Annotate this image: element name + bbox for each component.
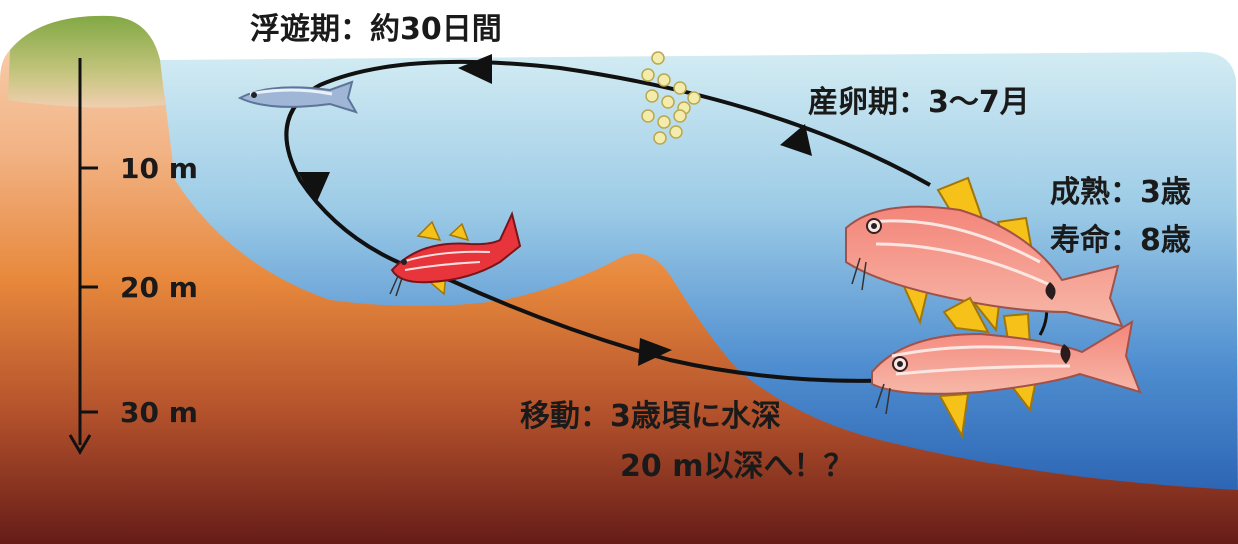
depth-label-30: 30 m <box>120 396 198 429</box>
larva-fish <box>237 80 359 114</box>
arrow-bottom <box>638 338 672 366</box>
label-migration-line2: 20 m以深へ！？ <box>620 449 854 484</box>
arrow-left <box>298 172 330 204</box>
adult-fish-upper <box>845 176 1124 333</box>
depth-scale <box>68 58 98 455</box>
life-cycle-path <box>284 59 931 383</box>
shore-grass <box>8 15 165 108</box>
seabed <box>0 15 1238 544</box>
arrow-right <box>780 124 812 156</box>
label-pelagic-period: 浮遊期：約30日間 <box>250 12 502 47</box>
arrow-top <box>458 54 492 84</box>
adult-fish-lower <box>871 296 1142 440</box>
label-migration-line1: 移動：3歳頃に水深 <box>520 399 781 434</box>
egg-cluster <box>641 51 701 145</box>
label-maturity: 成熟：3歳 <box>1050 175 1191 210</box>
juvenile-fish <box>389 211 522 297</box>
depth-label-10: 10 m <box>120 152 198 185</box>
label-lifespan: 寿命：8歳 <box>1050 223 1191 258</box>
label-spawning-season: 産卵期：3〜7月 <box>808 85 1030 120</box>
depth-label-20: 20 m <box>120 271 198 304</box>
